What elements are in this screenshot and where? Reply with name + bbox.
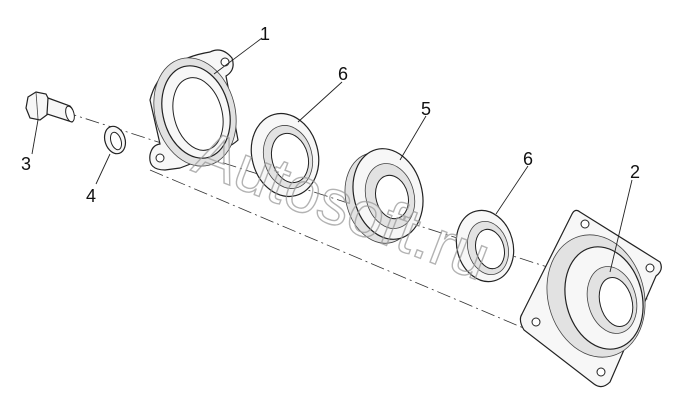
leader-part5	[399, 115, 427, 161]
part-seal-ring-first	[250, 112, 320, 198]
part-bolt	[25, 91, 75, 123]
callout-part4: 4	[86, 186, 96, 206]
callout-part6-second: 6	[523, 149, 533, 169]
callout-part3: 3	[21, 154, 31, 174]
watermark: Autosoft.ru	[185, 116, 500, 294]
leader-part6-second	[495, 165, 529, 215]
callout-part6-first: 6	[338, 64, 348, 84]
part-bearing	[344, 148, 424, 244]
callout-part5: 5	[421, 99, 431, 119]
callout-part2: 2	[630, 162, 640, 182]
leader-part6-first	[297, 81, 343, 123]
leader-part3	[31, 119, 39, 155]
leader-part2	[609, 179, 633, 273]
axis-line-lower	[149, 169, 541, 336]
leader-part4	[95, 153, 111, 185]
part-flange-housing	[519, 209, 662, 388]
callout-part1: 1	[260, 24, 270, 44]
part-washer	[103, 125, 127, 155]
part-seal-ring-second	[455, 209, 515, 283]
part-cover	[149, 49, 239, 171]
leader-part1	[213, 37, 263, 75]
